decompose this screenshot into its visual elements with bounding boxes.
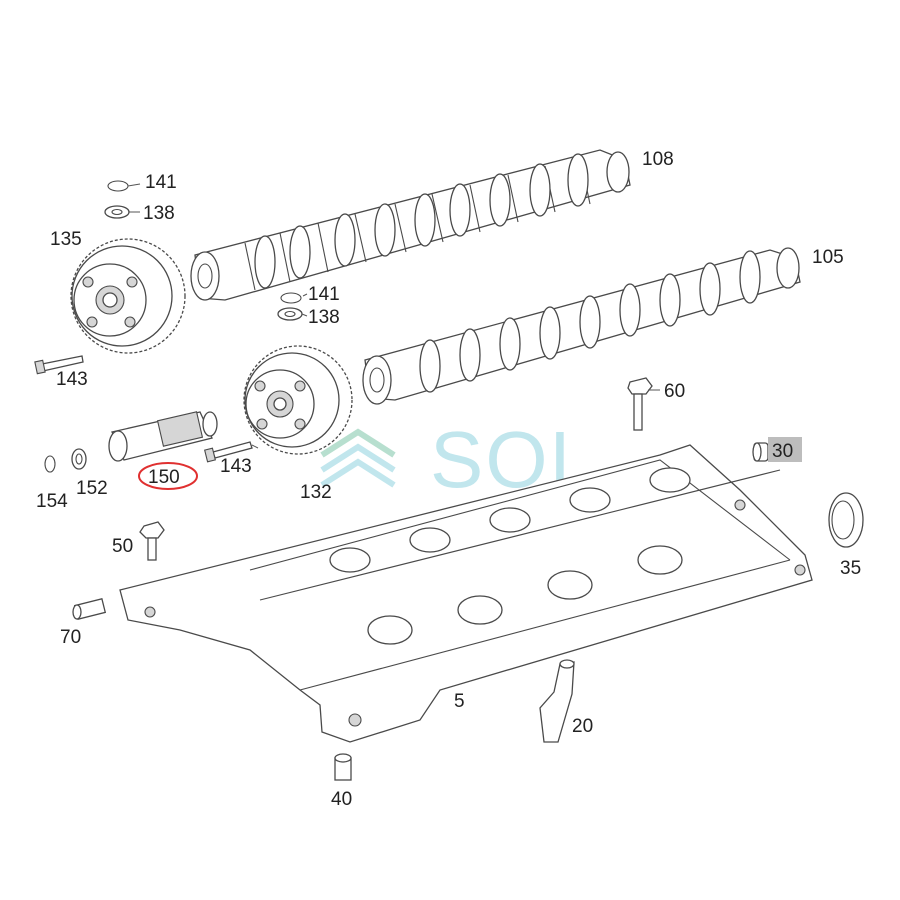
label-108: 108 — [642, 149, 674, 170]
label-143-upper: 143 — [56, 369, 88, 390]
bolt-143-upper — [34, 355, 84, 375]
label-105: 105 — [812, 247, 844, 268]
highlight-ring-150 — [138, 462, 198, 490]
bolt-50 — [139, 521, 165, 561]
sleeve-40 — [334, 753, 352, 781]
retaining-ring-141-upper — [107, 180, 129, 192]
seal-ring-152 — [71, 448, 87, 470]
pipe-fitting-20 — [539, 659, 575, 743]
retaining-ring-141-lower — [280, 292, 302, 304]
label-60: 60 — [664, 381, 685, 402]
leader-lines — [127, 183, 660, 449]
label-30-highlight — [768, 437, 802, 462]
label-20: 20 — [572, 716, 593, 737]
bolt-143-lower — [204, 441, 253, 463]
label-141-lower: 141 — [308, 284, 340, 305]
label-5: 5 — [454, 691, 465, 712]
washer-138-upper — [104, 205, 130, 219]
seal-35 — [828, 492, 864, 548]
label-154: 154 — [36, 491, 68, 512]
camshaft-105 — [362, 247, 801, 405]
camshaft-adjuster-135 — [70, 238, 186, 354]
label-150: 150 — [148, 467, 180, 488]
watermark-logo-icon — [320, 428, 396, 488]
label-40: 40 — [331, 789, 352, 810]
label-138-upper: 138 — [143, 203, 175, 224]
label-70: 70 — [60, 627, 81, 648]
camshaft-108 — [190, 149, 631, 301]
label-30: 30 — [772, 441, 793, 462]
label-35: 35 — [840, 558, 861, 579]
washer-138-lower — [277, 307, 303, 321]
label-135: 135 — [50, 229, 82, 250]
circlip-154 — [44, 455, 56, 473]
camshaft-housing-5 — [119, 444, 813, 743]
label-132: 132 — [300, 482, 332, 503]
bolt-60 — [627, 377, 653, 431]
label-138-lower: 138 — [308, 307, 340, 328]
plug-30 — [752, 442, 769, 462]
dowel-sleeve-70 — [72, 598, 107, 620]
label-152: 152 — [76, 478, 108, 499]
part-labels: 108 105 141 138 135 141 138 143 143 60 3… — [36, 149, 861, 810]
camshaft-adjuster-132 — [243, 345, 353, 455]
control-valve-150 — [108, 411, 218, 462]
label-143-lower: 143 — [220, 456, 252, 477]
label-50: 50 — [112, 536, 133, 557]
label-141-upper: 141 — [145, 172, 177, 193]
